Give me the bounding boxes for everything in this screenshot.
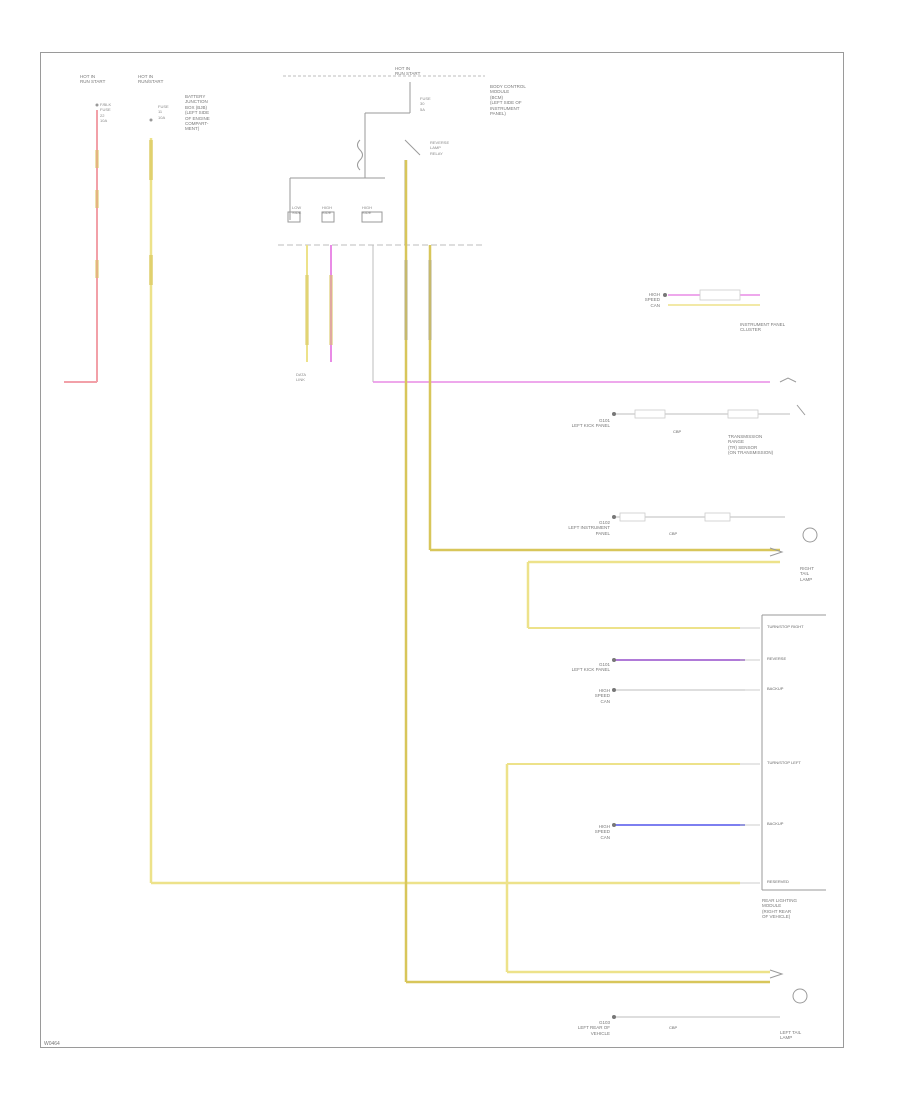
data-link-label: DATA LINK bbox=[296, 372, 307, 383]
connectors bbox=[619, 289, 759, 522]
module-wire-pink bbox=[372, 245, 770, 383]
right-tail-lamp-label: RIGHT TAIL LAMP bbox=[800, 566, 814, 582]
rear-module-block bbox=[761, 614, 826, 891]
ground-label-hs-b: HIGH SPEED CAN bbox=[594, 688, 610, 704]
circuit-tag-c: CBP bbox=[668, 1025, 679, 1030]
hot-label-a: HOT IN RUN START bbox=[80, 74, 106, 85]
left-tail-lamp-label: LEFT TAIL LAMP bbox=[780, 1030, 802, 1041]
ground-label-left: G101 LEFT KICK PANEL bbox=[571, 418, 610, 429]
battery-junction-box-label: BATTERY JUNCTION BOX (BJB) (LEFT SIDE OF… bbox=[185, 94, 210, 132]
relay-label-c: HIGH SIDE bbox=[362, 205, 372, 216]
fuse-label-b: FUSE 11 10A bbox=[158, 104, 169, 120]
diagram-frame bbox=[40, 52, 844, 1048]
ground-label-hs-a: HIGH SPEED CAN bbox=[644, 292, 660, 308]
circuit-tag-b: CBP bbox=[668, 531, 679, 536]
pin-label-5: BACKUP bbox=[766, 821, 785, 826]
transmission-sensor-label: TRANSMISSION RANGE (TR) SENSOR (ON TRANS… bbox=[728, 434, 774, 456]
body-control-module-label: BODY CONTROL MODULE (BCM) (LEFT SIDE OF … bbox=[490, 84, 526, 117]
circuit-tag-a: CBP bbox=[672, 429, 683, 434]
ground-label-right-a: G102 LEFT INSTRUMENT PANEL bbox=[568, 520, 610, 536]
pin-label-1: TURN/STOP RIGHT bbox=[766, 624, 805, 629]
module-wire-2 bbox=[329, 245, 333, 362]
pin-label-2: REVERSE bbox=[766, 656, 788, 661]
lamp-symbols bbox=[769, 377, 818, 1004]
rear-lighting-module-label: REAR LIGHTING MODULE (RIGHT REAR OF VEHI… bbox=[762, 898, 798, 920]
pin-label-6: RESERVED bbox=[766, 879, 790, 884]
tail-lamp-feed bbox=[526, 560, 780, 629]
pin-label-4: TURN/STOP LEFT bbox=[766, 760, 802, 765]
relay-symbol bbox=[287, 82, 421, 245]
yellow-wire-left bbox=[149, 118, 740, 885]
fuse-label-a: F/BLK FUSE 22 10A bbox=[100, 102, 112, 124]
reverse-relay-label: REVERSE LAMP RELAY bbox=[430, 140, 450, 156]
diagram-code: W0464 bbox=[44, 1041, 60, 1047]
ground-dots bbox=[612, 293, 667, 1019]
pin-label-3: BACKUP bbox=[766, 686, 785, 691]
relay-label-b: HIGH SIDE bbox=[322, 205, 332, 216]
fuse-label-c: FUSE 30 5A bbox=[420, 96, 431, 112]
ground-label-hs-c: HIGH SPEED CAN bbox=[594, 824, 610, 840]
instrument-cluster-label: INSTRUMENT PANEL CLUSTER bbox=[740, 322, 786, 333]
lower-feed bbox=[505, 763, 770, 974]
hot-label-b: HOT IN RUN/START bbox=[138, 74, 164, 85]
ground-label-right-b: G101 LEFT KICK PANEL bbox=[571, 662, 610, 673]
relay-label-a: LOW SIDE bbox=[292, 205, 302, 216]
module-wire-yellow-right bbox=[428, 245, 780, 552]
pin-ticks bbox=[740, 627, 760, 884]
ground-label-tail: G103 LEFT REAR OF VEHICLE bbox=[577, 1020, 610, 1036]
hot-label-c: HOT IN RUN START bbox=[395, 66, 421, 77]
cluster-wires bbox=[613, 294, 790, 1018]
module-wire-yellow-mid bbox=[404, 160, 770, 984]
red-wire bbox=[64, 103, 99, 383]
module-wire-1 bbox=[305, 245, 309, 362]
